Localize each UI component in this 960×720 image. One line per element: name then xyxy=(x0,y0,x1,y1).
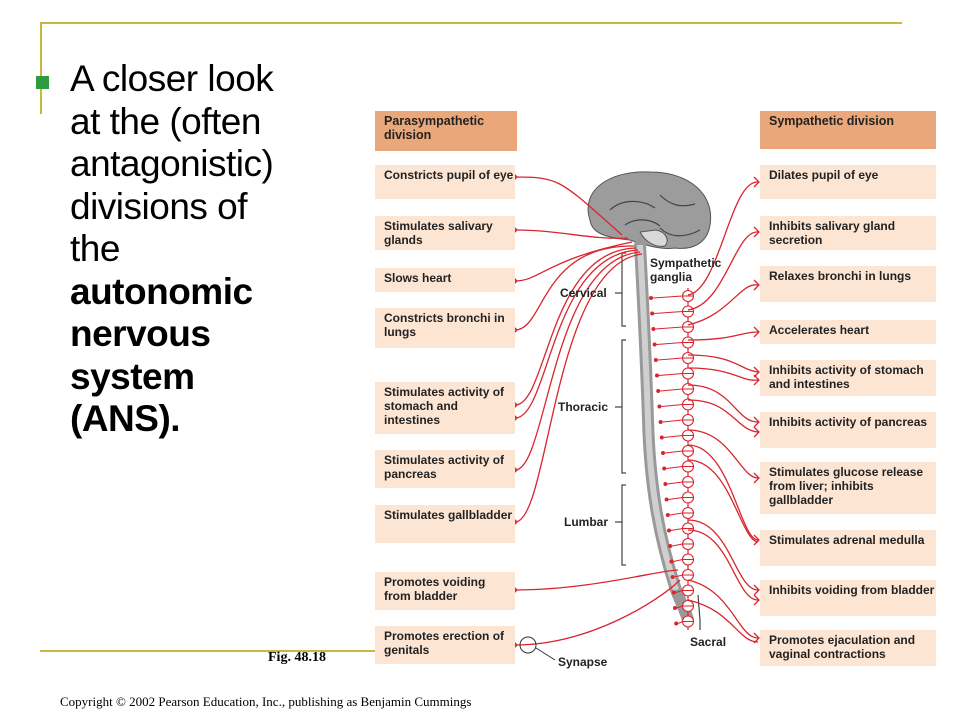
cord-neuron-dot xyxy=(674,621,679,626)
cord-neuron-dot xyxy=(664,497,669,502)
symp-effect: Relaxes bronchi in lungs xyxy=(760,266,936,302)
para-effect: Constricts bronchi in lungs xyxy=(375,308,515,348)
preganglionic-fiber xyxy=(658,373,683,376)
cord-neuron-dot xyxy=(669,559,674,564)
para-effect: Stimulates activity of stomach and intes… xyxy=(375,382,515,434)
bullet-line: divisions of xyxy=(70,185,248,227)
cord-neuron-dot xyxy=(657,404,662,409)
slide-frame-left xyxy=(40,22,42,114)
para-effect: Stimulates gallbladder xyxy=(375,505,515,543)
symp-effect: Stimulates glucose release from liver; i… xyxy=(760,462,936,514)
figure-label: Fig. 48.18 xyxy=(268,650,326,665)
slide-frame-bottom xyxy=(40,650,380,652)
preganglionic-fiber xyxy=(663,435,683,438)
cord-neuron-dot xyxy=(671,590,676,595)
preganglionic-fiber xyxy=(673,559,683,562)
region-sacral: Sacral xyxy=(690,635,727,649)
parasympathetic-nerves xyxy=(514,176,681,646)
bullet-line-bold: autonomic xyxy=(70,270,253,312)
sympathetic-nerves xyxy=(687,181,759,643)
bullet-line-bold: nervous xyxy=(70,313,211,354)
cord-neuron-dot xyxy=(652,342,657,347)
bullet-line-bold: (ANS). xyxy=(70,398,181,439)
preganglionic-fiber xyxy=(660,388,683,392)
symp-effect: Inhibits salivary gland secretion xyxy=(760,216,936,250)
cord-neuron-dot xyxy=(673,606,677,610)
preganglionic-fiber xyxy=(657,357,683,361)
cord-neuron-dot xyxy=(650,311,655,316)
preganglionic-fiber xyxy=(652,295,683,299)
preganglionic-fiber xyxy=(676,605,683,609)
slide-frame-top xyxy=(40,22,902,24)
ans-diagram: Parasympathetic division Constricts pupi… xyxy=(360,100,940,680)
synapse-icon xyxy=(519,636,537,654)
region-lumbar: Lumbar xyxy=(564,515,609,529)
region-thoracic: Thoracic xyxy=(558,400,609,414)
preganglionic-fiber xyxy=(670,528,683,531)
cord-neuron-dot xyxy=(656,389,661,393)
cord-neuron-dot xyxy=(659,435,664,440)
cord-neuron-dot xyxy=(663,482,668,486)
preganglionic-fiber xyxy=(654,311,683,314)
cord-neuron-dot xyxy=(667,528,671,533)
preganglionic-fiber xyxy=(664,450,683,454)
preganglionic-fiber xyxy=(677,621,683,624)
synapse-pointer xyxy=(535,647,556,661)
cord-neuron-dot xyxy=(655,373,659,378)
copyright-text: Copyright © 2002 Pearson Education, Inc.… xyxy=(60,694,472,709)
bullet-line: antagonistic) xyxy=(70,143,274,184)
bullet-line: at the (often xyxy=(70,100,261,142)
synapse-label: Synapse xyxy=(558,655,608,669)
symp-effect: Inhibits activity of stomach and intesti… xyxy=(760,360,936,396)
symp-effect: Accelerates heart xyxy=(760,320,936,344)
cord-neuron-dot xyxy=(649,296,653,300)
region-brackets xyxy=(615,252,701,630)
para-effect: Slows heart xyxy=(375,268,515,292)
symp-effect: Stimulates adrenal medulla xyxy=(760,530,936,566)
cord-neuron-dot xyxy=(661,451,665,455)
bullet-icon xyxy=(36,76,49,89)
preganglionic-fiber xyxy=(661,404,683,407)
symp-effect: Dilates pupil of eye xyxy=(760,165,936,199)
preganglionic-fiber xyxy=(672,543,683,547)
preganglionic-fiber xyxy=(669,512,683,516)
cord-neuron-dot xyxy=(670,575,675,579)
preganglionic-fiber xyxy=(675,590,683,593)
symp-header: Sympathetic division xyxy=(760,111,936,149)
symp-effect: Inhibits voiding from bladder xyxy=(760,580,936,616)
para-effect: Promotes voiding from bladder xyxy=(375,572,515,610)
symp-effect: Promotes ejaculation and vaginal contrac… xyxy=(760,630,936,666)
para-header: Parasympathetic division xyxy=(375,111,517,151)
symp-effect: Inhibits activity of pancreas xyxy=(760,412,936,448)
nerve-drawing xyxy=(505,171,760,661)
cord-neuron-dot xyxy=(668,544,673,548)
bullet-text: A closer look at the (often antagonistic… xyxy=(70,58,310,441)
para-effect: Stimulates activity of pancreas xyxy=(375,450,515,488)
preganglionic-fiber xyxy=(667,481,683,485)
ganglia-group xyxy=(649,289,695,628)
cord-neuron-dot xyxy=(662,466,667,471)
cord-neuron-dot xyxy=(651,327,656,331)
preganglionic-fiber xyxy=(674,574,683,578)
para-effect: Stimulates salivary glands xyxy=(375,216,515,250)
bullet-line: the xyxy=(70,228,120,269)
preganglionic-fiber xyxy=(656,342,683,345)
sympathetic-ganglia-label: Sympathetic ganglia xyxy=(650,256,722,284)
bullet-line: A closer look xyxy=(70,58,274,99)
bullet-line-bold: system xyxy=(70,355,195,397)
cord-neuron-dot xyxy=(665,513,670,517)
preganglionic-fiber xyxy=(662,419,683,423)
region-cervical: Cervical xyxy=(560,286,607,300)
preganglionic-fiber xyxy=(666,466,683,469)
cord-neuron-dot xyxy=(658,420,663,424)
para-effect: Promotes erection of genitals xyxy=(375,626,515,664)
cord-neuron-dot xyxy=(653,358,658,362)
para-effect: Constricts pupil of eye xyxy=(375,165,515,199)
preganglionic-fiber xyxy=(655,326,683,330)
preganglionic-fiber xyxy=(668,497,683,500)
brain-illustration xyxy=(587,171,712,249)
